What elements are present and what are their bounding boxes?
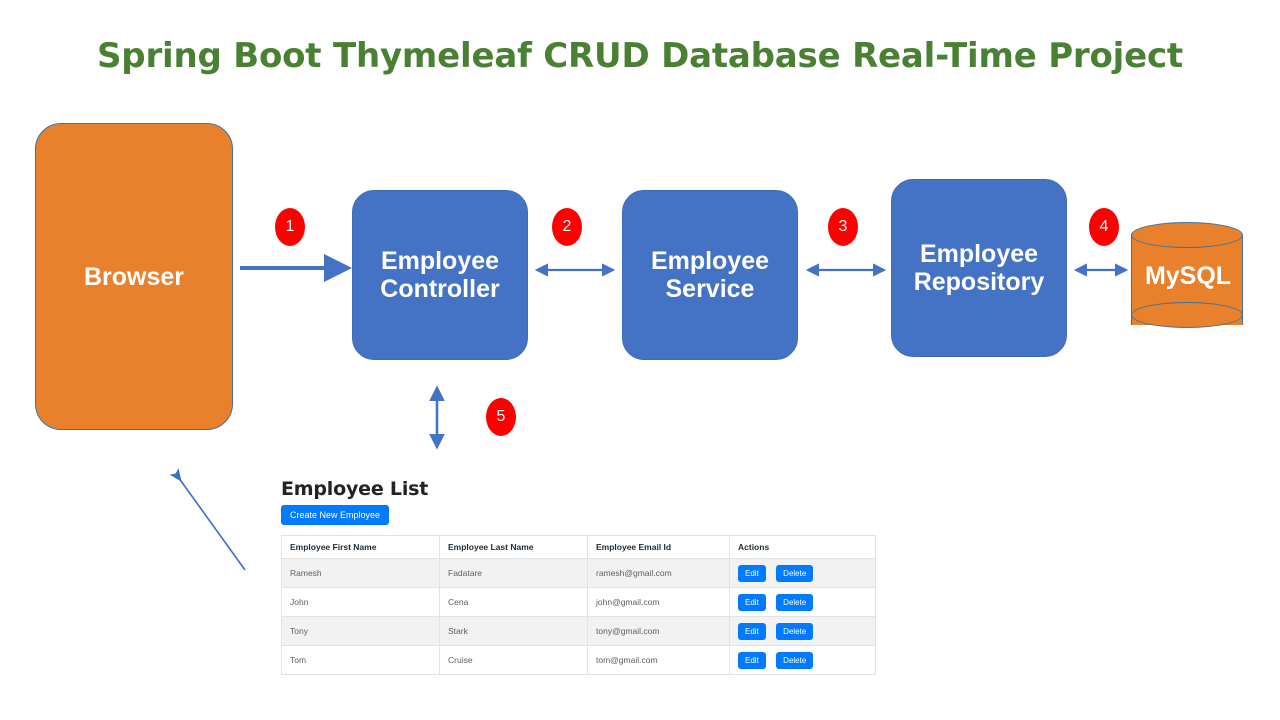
node-controller-label-line1: Employee bbox=[380, 247, 500, 275]
employee-list-heading: Employee List bbox=[281, 478, 429, 500]
table-row: Ramesh Fadatare ramesh@gmail.com Edit De… bbox=[281, 558, 876, 588]
cell-actions: Edit Delete bbox=[729, 587, 876, 617]
create-new-employee-button[interactable]: Create New Employee bbox=[281, 505, 390, 525]
node-browser-label: Browser bbox=[83, 262, 185, 291]
node-service-label-line1: Employee bbox=[650, 247, 770, 275]
column-header-email: Employee Email Id bbox=[587, 535, 730, 559]
edit-button[interactable]: Edit bbox=[738, 564, 766, 582]
node-browser: Browser bbox=[35, 123, 233, 430]
employee-table: Employee First Name Employee Last Name E… bbox=[281, 535, 876, 675]
step-badge-3: 3 bbox=[828, 208, 858, 246]
delete-button[interactable]: Delete bbox=[776, 593, 814, 611]
edit-button[interactable]: Edit bbox=[738, 593, 766, 611]
cell-email: tom@gmail.com bbox=[587, 645, 730, 675]
step-badge-1: 1 bbox=[275, 208, 305, 246]
column-header-actions: Actions bbox=[729, 535, 876, 559]
cell-actions: Edit Delete bbox=[729, 645, 876, 675]
step-badge-4: 4 bbox=[1089, 208, 1119, 246]
node-service-label-line2: Service bbox=[665, 275, 755, 303]
employee-list-panel: Employee List Create New Employee Employ… bbox=[281, 478, 876, 675]
edit-button[interactable]: Edit bbox=[738, 622, 766, 640]
cell-last-name: Stark bbox=[439, 616, 588, 646]
cell-first-name: John bbox=[281, 587, 440, 617]
connector-list-to-browser bbox=[169, 468, 246, 571]
cylinder-bottom-ellipse bbox=[1131, 302, 1243, 328]
cell-email: ramesh@gmail.com bbox=[587, 558, 730, 588]
node-repository-label-line2: Repository bbox=[913, 268, 1045, 296]
edit-button[interactable]: Edit bbox=[738, 651, 766, 669]
delete-button[interactable]: Delete bbox=[776, 651, 814, 669]
cell-last-name: Fadatare bbox=[439, 558, 588, 588]
table-row: Tom Cruise tom@gmail.com Edit Delete bbox=[281, 645, 876, 675]
node-mysql-database: MySQL bbox=[1131, 222, 1245, 338]
node-repository-label-line1: Employee bbox=[919, 240, 1039, 268]
cell-email: john@gmail.com bbox=[587, 587, 730, 617]
node-mysql-label: MySQL bbox=[1144, 262, 1232, 290]
cell-email: tony@gmail.com bbox=[587, 616, 730, 646]
node-controller-label-line2: Controller bbox=[380, 275, 500, 303]
node-employee-service: Employee Service bbox=[622, 190, 798, 360]
node-employee-repository: Employee Repository bbox=[891, 179, 1067, 357]
cell-actions: Edit Delete bbox=[729, 616, 876, 646]
cell-last-name: Cena bbox=[439, 587, 588, 617]
step-badge-5: 5 bbox=[486, 398, 516, 436]
column-header-last-name: Employee Last Name bbox=[439, 535, 588, 559]
cell-last-name: Cruise bbox=[439, 645, 588, 675]
cell-first-name: Tony bbox=[281, 616, 440, 646]
node-employee-controller: Employee Controller bbox=[352, 190, 528, 360]
delete-button[interactable]: Delete bbox=[776, 564, 814, 582]
column-header-first-name: Employee First Name bbox=[281, 535, 440, 559]
cell-actions: Edit Delete bbox=[729, 558, 876, 588]
table-header-row: Employee First Name Employee Last Name E… bbox=[281, 535, 876, 559]
cell-first-name: Tom bbox=[281, 645, 440, 675]
table-row: Tony Stark tony@gmail.com Edit Delete bbox=[281, 616, 876, 646]
delete-button[interactable]: Delete bbox=[776, 622, 814, 640]
step-badge-2: 2 bbox=[552, 208, 582, 246]
cylinder-top-ellipse bbox=[1131, 222, 1243, 248]
page-title: Spring Boot Thymeleaf CRUD Database Real… bbox=[97, 36, 1183, 76]
cell-first-name: Ramesh bbox=[281, 558, 440, 588]
table-row: John Cena john@gmail.com Edit Delete bbox=[281, 587, 876, 617]
